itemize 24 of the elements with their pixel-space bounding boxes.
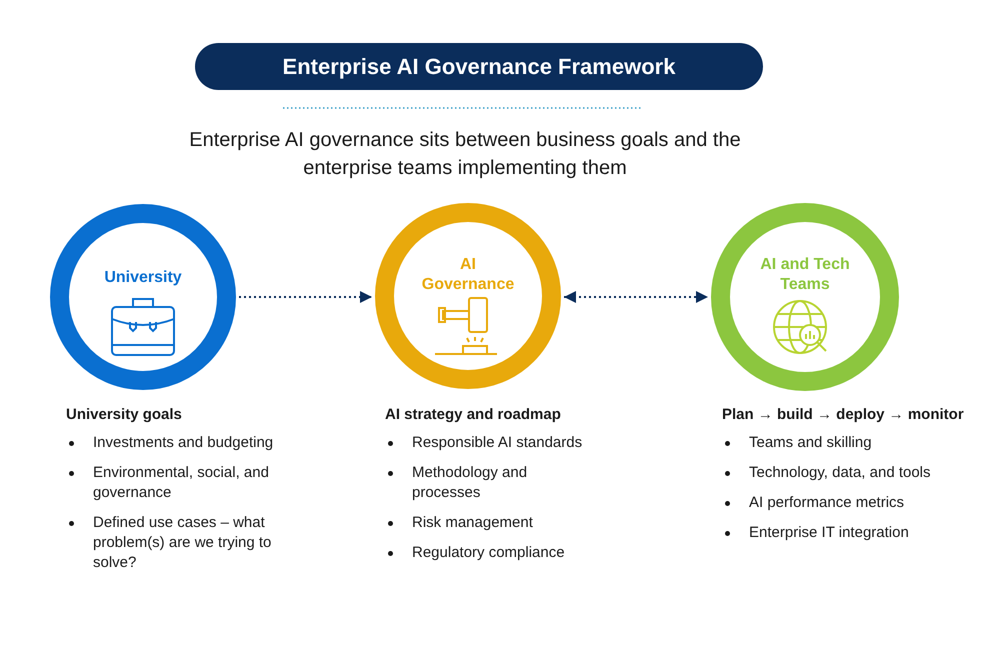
- list-item: Defined use cases – what problem(s) are we trying to solve?: [66, 513, 281, 573]
- list-item: AI performance metrics: [722, 493, 992, 513]
- circle-node: [375, 203, 561, 389]
- circle-node: [711, 203, 899, 391]
- arrow: [564, 291, 708, 303]
- list-item: Responsible AI standards: [385, 433, 585, 453]
- list-item: Technology, data, and tools: [722, 463, 992, 483]
- circle-node: [50, 204, 236, 390]
- list-heading: Plan → build → deploy → monitor: [722, 405, 965, 425]
- subtitle: Enterprise AI governance sits between business goals and the enterprise teams implementing them: [188, 128, 742, 181]
- list-item: Risk management: [385, 513, 585, 533]
- arrow: [239, 291, 372, 303]
- node-title: University: [103, 268, 183, 288]
- list-item: Environmental, social, and governance: [66, 463, 281, 503]
- node-title: AI and Tech Teams: [759, 255, 851, 295]
- list-item: Regulatory compliance: [385, 543, 585, 563]
- list-item: Enterprise IT integration: [722, 523, 992, 543]
- list-heading: University goals: [66, 405, 183, 425]
- list-item: Teams and skilling: [722, 433, 992, 453]
- title-banner: Enterprise AI Governance Framework: [195, 43, 763, 90]
- list-item: Investments and budgeting: [66, 433, 281, 453]
- list-item: Methodology and processes: [385, 463, 585, 503]
- list-heading: AI strategy and roadmap: [385, 405, 562, 425]
- node-title: AI Governance: [420, 255, 516, 295]
